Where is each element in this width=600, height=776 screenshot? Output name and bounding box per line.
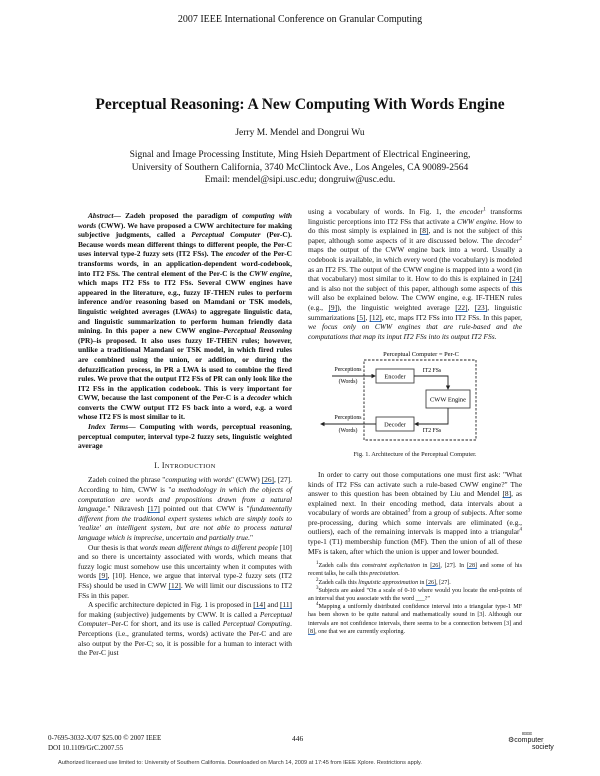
citation-link[interactable]: [28] bbox=[466, 563, 478, 570]
citation-link[interactable]: [5] bbox=[356, 312, 366, 322]
citation-link[interactable]: [26] bbox=[430, 563, 441, 570]
footnote-1: 1Zadeh calls this constraint explicitati… bbox=[308, 561, 522, 578]
citation-link[interactable]: [8] bbox=[502, 489, 512, 499]
footnote-2: 2Zadeh calls this linguistic approximati… bbox=[316, 577, 451, 586]
citation-link[interactable]: [12] bbox=[168, 580, 181, 590]
right-column: using a vocabulary of words. In Fig. 1, … bbox=[308, 207, 522, 636]
affiliation-line-2: University of Southern California, 3740 … bbox=[131, 162, 469, 173]
abstract-label: Abstract bbox=[88, 211, 114, 220]
citation-link[interactable]: [9] bbox=[99, 571, 108, 581]
logo-ieee-text: IEEE bbox=[522, 731, 533, 736]
logo-line-2: society bbox=[532, 744, 554, 751]
output-words-label: (Words) bbox=[339, 427, 358, 434]
page-number: 446 bbox=[292, 734, 304, 743]
left-column: Abstract— Zadeh proposed the paradigm of… bbox=[78, 211, 292, 658]
citation-link[interactable]: [8] bbox=[308, 628, 316, 635]
logo-line-1: computer bbox=[514, 737, 544, 744]
citation-link[interactable]: [11] bbox=[279, 600, 292, 610]
figure-1-caption: Fig. 1. Architecture of the Perceptual C… bbox=[353, 451, 477, 459]
citation-link[interactable]: [24] bbox=[509, 274, 522, 284]
paper-title: Perceptual Reasoning: A New Computing Wi… bbox=[95, 96, 505, 113]
citation-link[interactable]: [12] bbox=[369, 312, 382, 322]
intro-paragraph-2: Our thesis is that words mean different … bbox=[78, 542, 293, 600]
input-perceptions-label: Perceptions bbox=[334, 367, 362, 373]
footnotes: 1Zadeh calls this constraint explicitati… bbox=[308, 561, 522, 636]
figure-container-label: Perceptual Computer = Per-C bbox=[383, 351, 459, 358]
section-heading-introduction: I. INTRODUCTION bbox=[154, 460, 216, 470]
footer-copyright: 0-7695-3032-X/07 $25.00 © 2007 IEEE DOI … bbox=[48, 734, 161, 753]
authorized-use-notice: Authorized licensed use limited to: Univ… bbox=[58, 760, 422, 766]
intro-paragraph-3: A specific architecture depicted in Fig.… bbox=[78, 600, 292, 658]
abstract: Abstract— Zadeh proposed the paradigm of… bbox=[78, 211, 293, 422]
citation-link[interactable]: [26] bbox=[261, 475, 275, 485]
encoder-label: Encoder bbox=[384, 374, 406, 381]
citation-link[interactable]: [22] bbox=[455, 302, 468, 312]
citation-link[interactable]: [9] bbox=[328, 302, 338, 312]
it2-fs-top-label: IT2 FSs bbox=[423, 368, 442, 374]
isbn-line: 0-7695-3032-X/07 $25.00 © 2007 IEEE bbox=[48, 734, 162, 742]
citation-link[interactable]: [8] bbox=[419, 226, 429, 236]
output-perceptions-label: Perceptions bbox=[334, 415, 362, 421]
author-email: Email: mendel@sipi.usc.edu; dongruiw@usc… bbox=[204, 175, 396, 185]
decoder-label: Decoder bbox=[384, 422, 407, 429]
conference-header: 2007 IEEE International Conference on Gr… bbox=[177, 14, 423, 25]
cww-engine-label: CWW Engine bbox=[430, 397, 466, 404]
paper-authors: Jerry M. Mendel and Dongrui Wu bbox=[235, 128, 365, 138]
citation-link[interactable]: [23] bbox=[474, 302, 488, 312]
affiliation-line-1: Signal and Image Processing Institute, M… bbox=[129, 150, 471, 160]
right-paragraph-1: using a vocabulary of words. In Fig. 1, … bbox=[308, 207, 522, 341]
it2-fs-bottom-label: IT2 FSs bbox=[423, 428, 442, 434]
computer-society-logo: IEEE ⚙computer society bbox=[508, 730, 554, 751]
index-terms: Index Terms— Computing with words, perce… bbox=[78, 422, 292, 451]
footnote-3: 3Subjects are asked "On a scale of 0-10 … bbox=[308, 585, 522, 603]
intro-paragraph-1: Zadeh coined the phrase "computing with … bbox=[78, 475, 292, 542]
gear-icon: ⚙ bbox=[508, 737, 515, 744]
citation-link[interactable]: [17] bbox=[147, 504, 160, 514]
citation-link[interactable]: [14] bbox=[253, 600, 266, 610]
citation-link[interactable]: [26] bbox=[425, 579, 437, 586]
right-paragraph-2: In order to carry out those computations… bbox=[308, 469, 522, 556]
doi-line: DOI 10.1109/GrC.2007.55 bbox=[48, 743, 124, 752]
affiliation-block: Signal and Image Processing Institute, M… bbox=[0, 149, 600, 187]
per-c-architecture-svg: Perceptual Computer = Per-C Encoder CWW … bbox=[320, 351, 477, 441]
per-c-boundary bbox=[363, 359, 477, 441]
footnote-4: 4Mapping a uniformly distributed confide… bbox=[308, 602, 522, 635]
index-terms-label: Index Terms bbox=[88, 422, 129, 432]
figure-1-diagram: Perceptual Computer = Per-C Encoder CWW … bbox=[308, 347, 522, 447]
input-words-label: (Words) bbox=[339, 378, 358, 385]
